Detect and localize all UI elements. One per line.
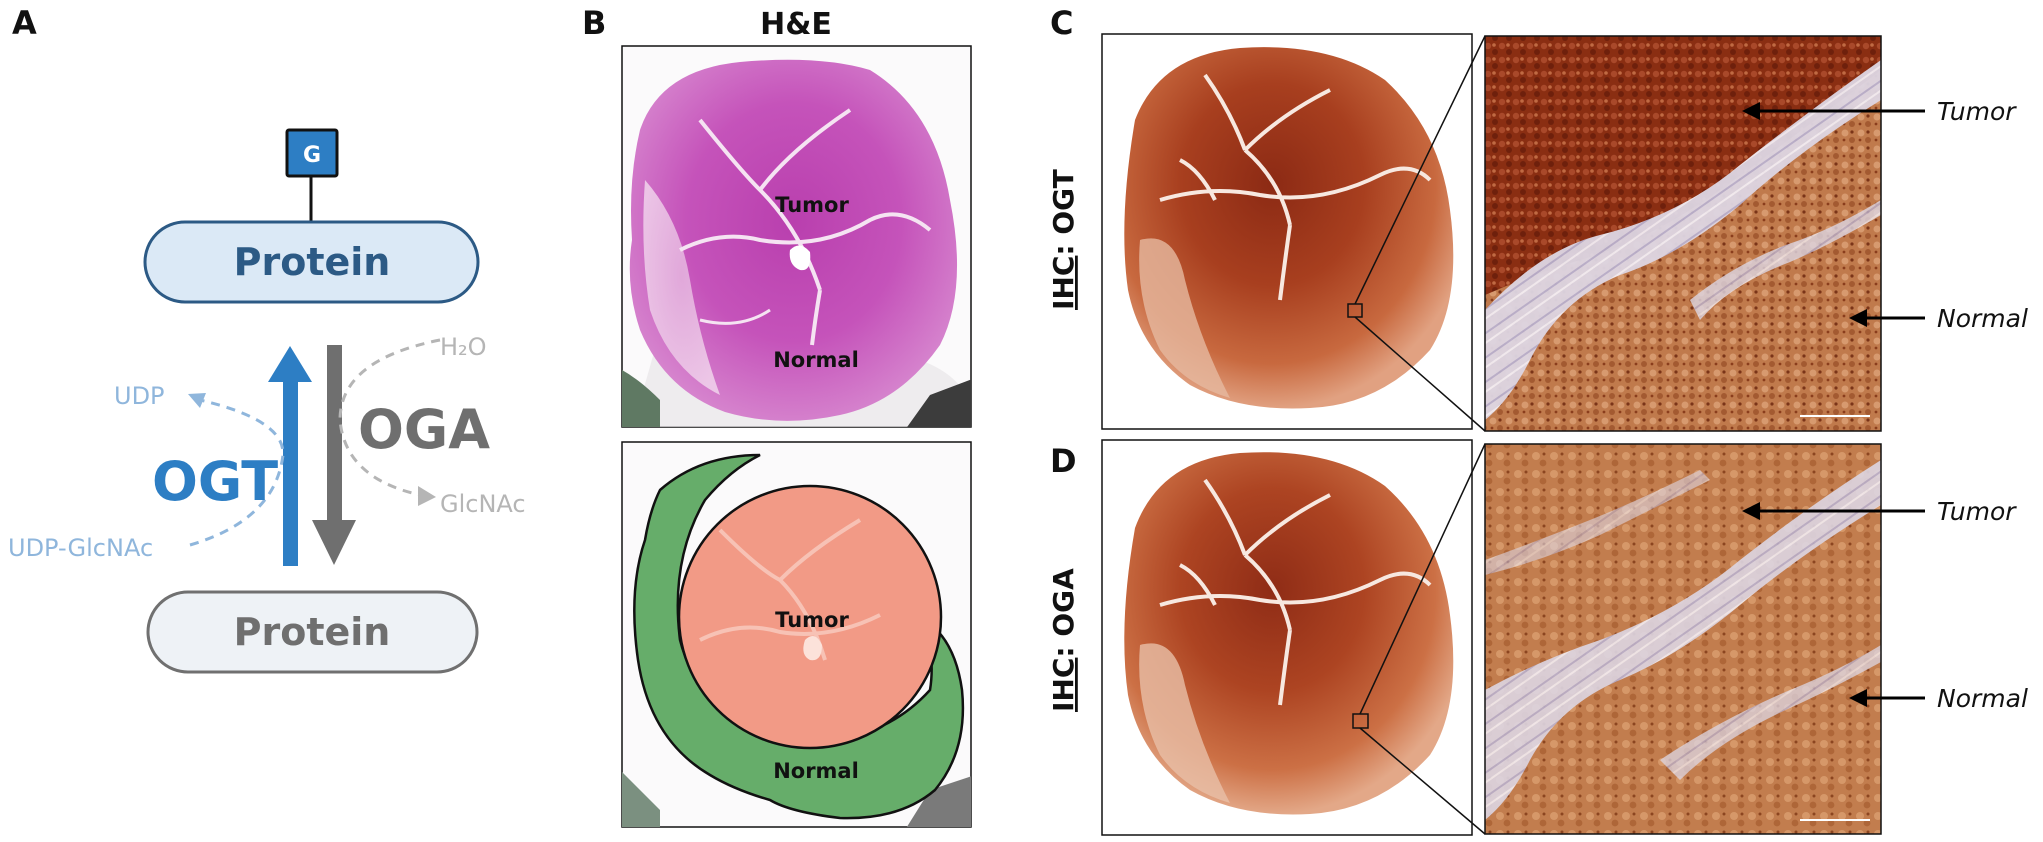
stain-suffix-ogt: : OGT <box>1047 169 1080 255</box>
stain-label-oga: IHC: OGA <box>1047 568 1080 712</box>
oga-arrow-head <box>312 520 356 565</box>
stain-suffix-oga: : OGA <box>1047 568 1080 658</box>
protein-unmodified <box>146 590 479 674</box>
udp-glcnac-curve <box>189 398 285 547</box>
ogt-normal-label: Normal <box>1937 304 2028 333</box>
panel-letter-d: D <box>1050 442 1077 480</box>
stain-prefix-oga: IHC <box>1047 658 1080 712</box>
oga-normal-label: Normal <box>1937 684 2028 713</box>
ogt-zoomed-image <box>1484 35 1882 432</box>
panel-letter-b: B <box>582 4 606 42</box>
glcnac-label: GlcNAc <box>440 490 526 518</box>
he-title: H&E <box>760 7 832 42</box>
stain-label-ogt: IHC: OGT <box>1047 169 1080 310</box>
oga-whole-slide <box>1101 439 1486 836</box>
water-glcnac-curve <box>338 338 441 497</box>
annot-normal-label: Normal <box>773 759 859 783</box>
annotation-image: Tumor Normal <box>621 441 972 828</box>
ogt-whole-slide <box>1101 33 1486 432</box>
panel-b: B H&E Tumor Normal <box>582 4 972 828</box>
ogt-arrow-shaft <box>283 376 298 566</box>
protein-glycosylated <box>143 220 480 304</box>
glcnac-badge-label: G <box>303 143 321 168</box>
panel-a: A G Protein Protein UDP UDP-GlcNAc H₂O G… <box>8 4 526 674</box>
panel-d: D IHC: OGA Tumor <box>1047 439 2028 836</box>
oga-tumor-arrow-head <box>1742 502 1760 520</box>
panel-letter-c: C <box>1050 4 1073 42</box>
ogt-tumor-arrow-head <box>1742 102 1760 120</box>
protein-bottom-label: Protein <box>234 610 391 654</box>
oga-tumor-label: Tumor <box>1937 497 2017 526</box>
oga-arrow-shaft <box>327 345 342 525</box>
oga-zoomed-image <box>1484 443 1882 835</box>
ogt-tumor-label: Tumor <box>1937 97 2017 126</box>
protein-top-label: Protein <box>234 240 391 284</box>
annot-tumor-label: Tumor <box>775 608 849 632</box>
panel-c: C IHC: OGT <box>1047 4 2028 432</box>
oga-label: OGA <box>358 398 490 461</box>
he-image: Tumor Normal <box>621 45 972 428</box>
ogt-normal-arrow-head <box>1849 309 1867 327</box>
ogt-label: OGT <box>152 450 278 513</box>
water-label: H₂O <box>440 333 487 361</box>
udp-arrow-head <box>188 393 206 408</box>
glcnac-badge <box>285 128 339 178</box>
ogt-arrow-head <box>268 346 312 382</box>
stain-prefix-ogt: IHC <box>1047 256 1080 310</box>
glcnac-arrow-head <box>418 486 436 506</box>
udp-glcnac-label: UDP-GlcNAc <box>8 534 153 562</box>
oga-normal-arrow-head <box>1849 689 1867 707</box>
udp-label: UDP <box>114 382 165 410</box>
panel-letter-a: A <box>12 4 37 42</box>
he-normal-label: Normal <box>773 348 859 372</box>
he-tumor-label: Tumor <box>775 193 849 217</box>
